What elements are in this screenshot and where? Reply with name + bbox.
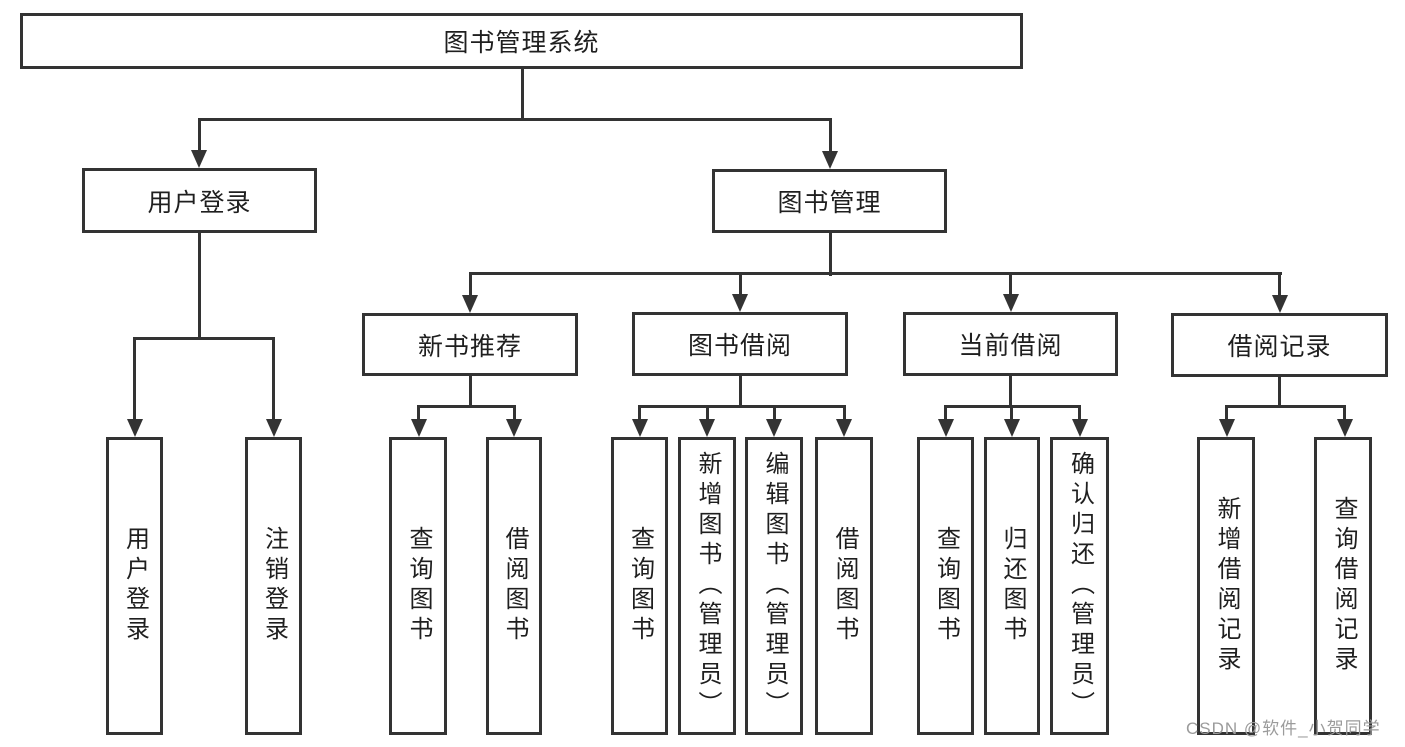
node-book-borrow-label: 图书借阅: [687, 332, 792, 360]
arrow-down-d3: [1071, 419, 1088, 437]
connector-root-feed: [520, 69, 524, 121]
connector-drop-c1: [638, 404, 641, 422]
node-book-management: 图书管理: [712, 169, 947, 233]
arrow-down-b1: [410, 419, 427, 437]
node-current-borrow-label: 当前借阅: [958, 332, 1063, 360]
leaf-return-book: 归还图书: [984, 437, 1040, 735]
connector-drop-new-book: [468, 271, 472, 297]
node-current-borrow: 当前借阅: [903, 312, 1118, 376]
connector-drop-e2: [1343, 404, 1346, 422]
leaf-query-books-recommend-label: 查询图书: [405, 526, 432, 646]
leaf-query-borrow-record: 查询借阅记录: [1314, 437, 1372, 735]
connector-new-book-feed: [468, 376, 472, 408]
connector-drop-b1: [417, 404, 420, 422]
leaf-borrow-books-label: 借阅图书: [831, 526, 858, 646]
connector-drop-d3: [1078, 404, 1081, 422]
leaf-logout: 注销登录: [245, 437, 302, 735]
leaf-borrow-books-recommend: 借阅图书: [486, 437, 542, 735]
connector-drop-e1: [1225, 404, 1228, 422]
watermark: CSDN @软件_小贺同学: [1186, 719, 1381, 738]
arrow-down-e1: [1218, 419, 1235, 437]
node-book-management-label: 图书管理: [777, 189, 882, 217]
leaf-borrow-books: 借阅图书: [815, 437, 873, 735]
leaf-query-books-current-label: 查询图书: [932, 526, 960, 646]
connector-drop-d1: [944, 404, 947, 422]
connector-drop-book-borrow: [738, 271, 742, 297]
connector-drop-current-borrow: [1009, 271, 1012, 297]
leaf-query-books-borrow-label: 查询图书: [626, 526, 654, 646]
arrow-down-borrow-records: [1271, 295, 1288, 313]
leaf-user-login: 用户登录: [106, 437, 163, 735]
arrow-down-c3: [766, 419, 782, 437]
arrow-down-current-borrow: [1002, 294, 1019, 312]
connector-drop-c3: [772, 404, 776, 422]
arrow-down-user-login: [191, 150, 207, 168]
connector-drop-b2: [512, 404, 516, 422]
leaf-confirm-return-admin: 确认归还（管理员）: [1050, 437, 1109, 735]
leaf-confirm-return-admin-label: 确认归还（管理员）: [1066, 451, 1094, 721]
leaf-query-books-current: 查询图书: [917, 437, 974, 735]
connector-drop-book-management: [828, 118, 832, 153]
connector-drop-user-login: [197, 118, 201, 152]
connector-l3-rail: [468, 271, 1282, 275]
connector-drop-c2: [705, 404, 709, 422]
connector-book-management-feed: [828, 233, 832, 276]
leaf-add-borrow-record-label: 新增借阅记录: [1213, 496, 1240, 676]
leaf-add-borrow-record: 新增借阅记录: [1197, 437, 1255, 735]
leaf-edit-book-admin: 编辑图书（管理员）: [745, 437, 803, 735]
connector-borrow-records-feed: [1278, 377, 1281, 408]
leaf-logout-label: 注销登录: [260, 526, 288, 646]
connector-new-book-rail: [417, 404, 516, 408]
connector-drop-c4: [842, 404, 846, 422]
leaf-user-login-label: 用户登录: [121, 526, 149, 646]
connector-drop-leaf-logout: [272, 337, 275, 421]
arrow-down-d2: [1003, 419, 1020, 437]
connector-drop-leaf-user-login: [133, 337, 136, 421]
arrow-down-e2: [1336, 419, 1353, 437]
arrow-down-b2: [506, 419, 522, 437]
leaf-borrow-books-recommend-label: 借阅图书: [501, 526, 528, 646]
arrow-down-d1: [937, 419, 954, 437]
leaf-edit-book-admin-label: 编辑图书（管理员）: [761, 451, 788, 721]
leaf-add-book-admin: 新增图书（管理员）: [678, 437, 736, 735]
arrow-down-c1: [631, 419, 648, 437]
connector-user-login-rail: [133, 337, 275, 340]
node-borrow-records-label: 借阅记录: [1227, 333, 1332, 361]
leaf-return-book-label: 归还图书: [999, 526, 1026, 646]
leaf-query-books-borrow: 查询图书: [611, 437, 668, 735]
node-book-borrow: 图书借阅: [632, 312, 848, 376]
node-borrow-records: 借阅记录: [1171, 313, 1388, 377]
leaf-query-books-recommend: 查询图书: [389, 437, 447, 735]
node-new-book-recommend: 新书推荐: [362, 313, 578, 376]
leaf-add-book-admin-label: 新增图书（管理员）: [694, 451, 721, 721]
arrow-down-book-borrow: [732, 294, 748, 312]
arrow-down-c2: [699, 419, 715, 437]
leaf-query-borrow-record-label: 查询借阅记录: [1330, 496, 1357, 676]
connector-drop-d2: [1010, 404, 1013, 422]
node-new-book-recommend-label: 新书推荐: [417, 332, 522, 361]
connector-l2-rail: [197, 118, 832, 121]
connector-user-login-feed: [197, 233, 201, 340]
node-root: 图书管理系统: [20, 13, 1023, 69]
node-user-login-label: 用户登录: [147, 188, 252, 217]
connector-current-borrow-feed: [1009, 376, 1012, 408]
node-root-label: 图书管理系统: [443, 29, 600, 57]
arrow-down-leaf-user-login: [126, 419, 143, 437]
connector-borrow-records-rail: [1225, 404, 1346, 408]
connector-book-borrow-rail: [638, 404, 846, 408]
arrow-down-new-book: [462, 295, 478, 313]
node-user-login: 用户登录: [82, 168, 317, 233]
arrow-down-book-management: [822, 151, 838, 169]
connector-book-borrow-feed: [738, 376, 742, 408]
connector-drop-borrow-records: [1278, 271, 1281, 297]
arrow-down-c4: [836, 419, 852, 437]
arrow-down-leaf-logout: [265, 419, 282, 437]
